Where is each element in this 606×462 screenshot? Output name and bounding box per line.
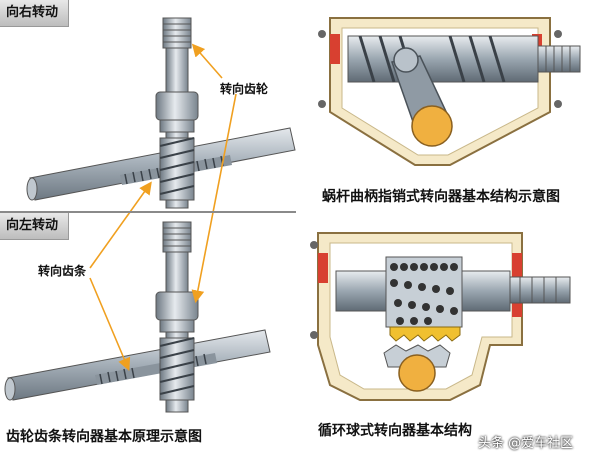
pinion-lower bbox=[155, 221, 199, 413]
recirculating-ball-panel: 循环球式转向器基本结构 bbox=[300, 225, 606, 462]
worm-crank-panel: 蜗杆曲柄指销式转向器基本结构示意图 bbox=[300, 0, 606, 225]
direction-left-tag: 向左转动 bbox=[0, 213, 70, 240]
recirculating-ball-diagram bbox=[310, 232, 571, 401]
pinion-label: 转向齿轮 bbox=[220, 82, 269, 96]
rack-pinion-diagram bbox=[4, 17, 296, 413]
leader-arrows bbox=[89, 43, 237, 371]
worm-crank-caption: 蜗杆曲柄指销式转向器基本结构示意图 bbox=[322, 189, 560, 205]
panel-divider bbox=[0, 211, 296, 213]
direction-right-tag: 向右转动 bbox=[0, 0, 70, 27]
recirculating-ball-caption: 循环球式转向器基本结构 bbox=[318, 423, 472, 439]
rack-label: 转向齿条 bbox=[38, 264, 87, 278]
rack-pinion-caption: 齿轮齿条转向器基本原理示意图 bbox=[6, 429, 202, 445]
watermark: 头条 @爱车社区 bbox=[478, 436, 574, 451]
rack-lower bbox=[4, 329, 271, 401]
worm-crank-diagram bbox=[318, 17, 581, 166]
rack-pinion-panel: 向右转动 向左转动 转向齿轮 转向齿条 齿轮齿条转向器基本原理示意图 bbox=[0, 0, 300, 462]
pinion-upper bbox=[155, 17, 199, 209]
